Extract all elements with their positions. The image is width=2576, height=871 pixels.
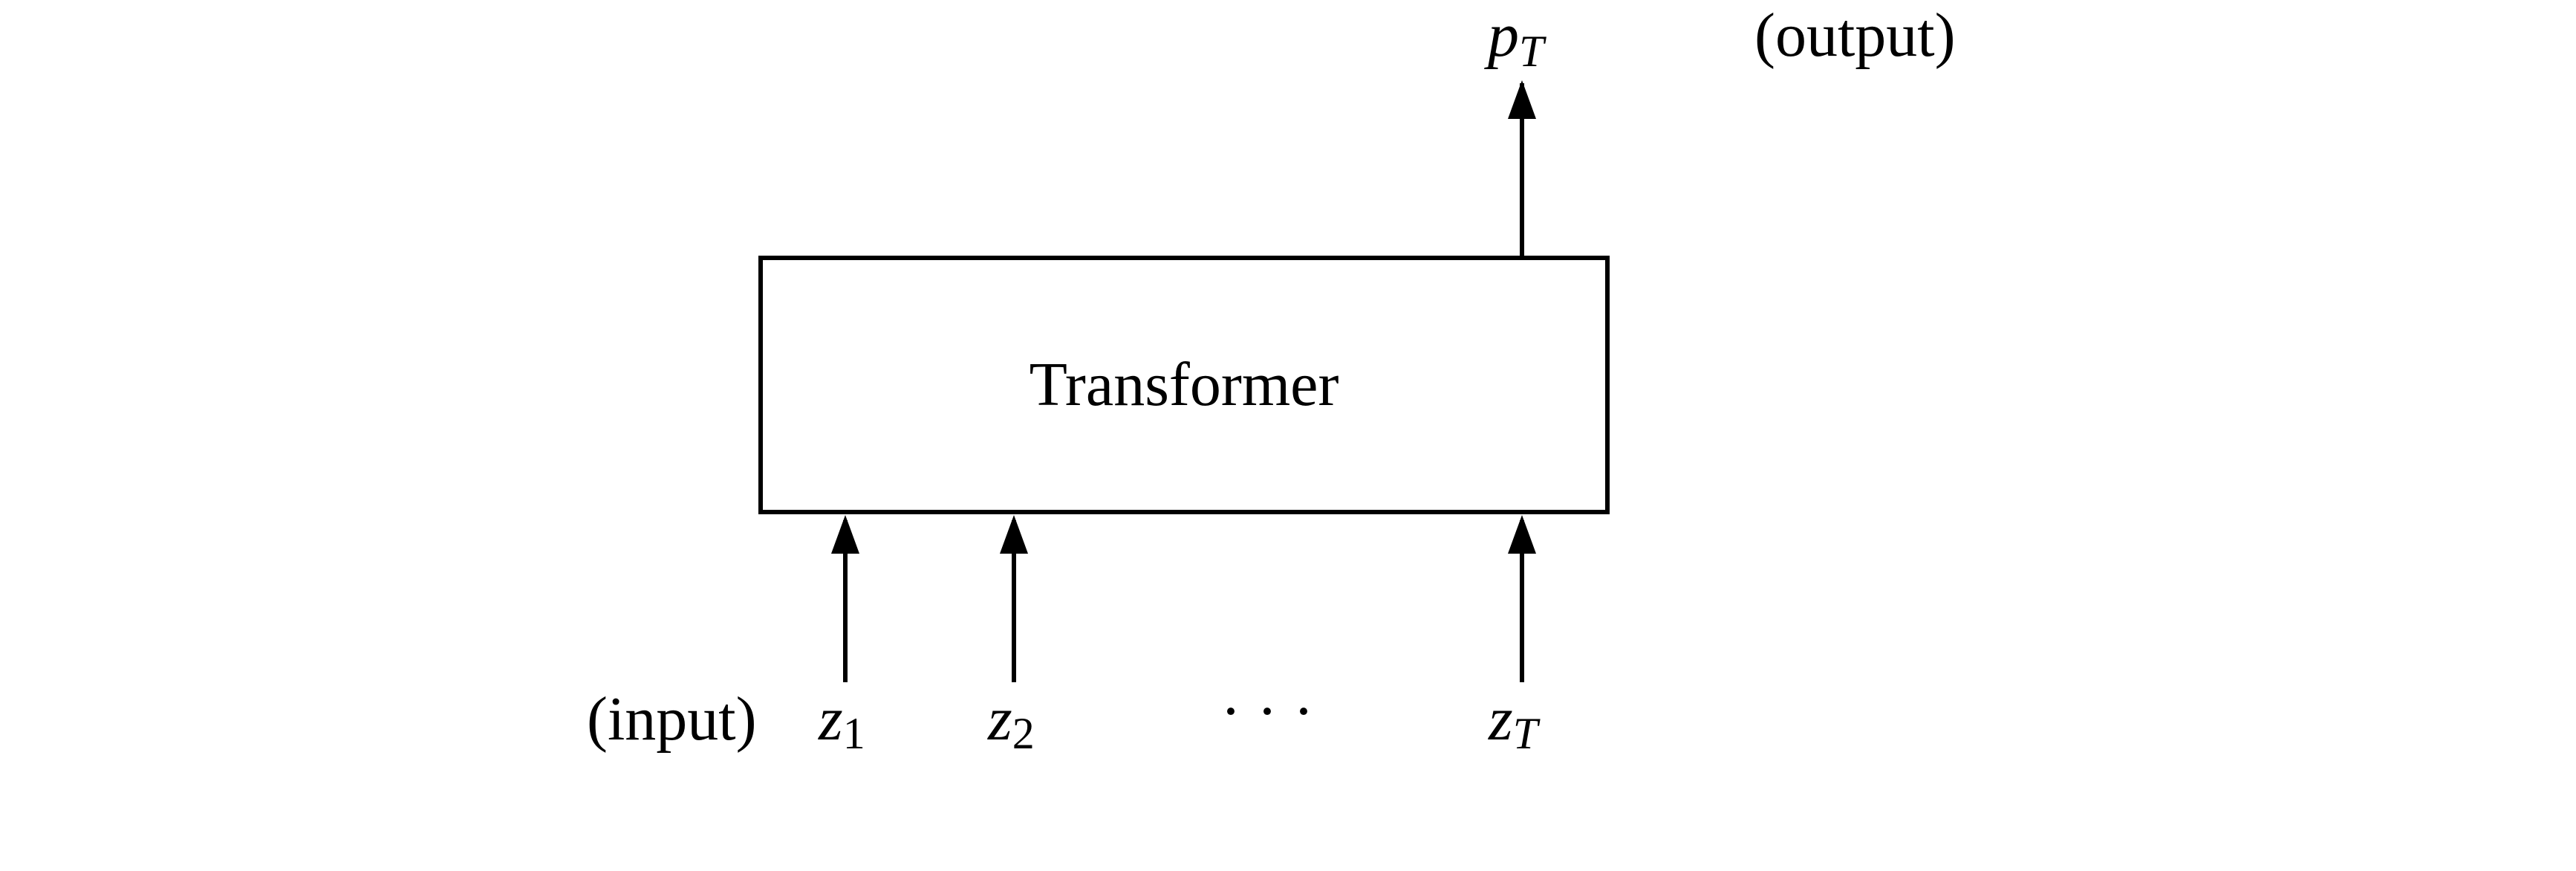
input-arrowhead-1	[831, 515, 859, 554]
input-tag: (input)	[587, 684, 757, 754]
output-variable-subscript: T	[1519, 27, 1546, 76]
input-variable-T: zT	[1488, 684, 1541, 758]
input-variable-2-base: z	[987, 684, 1012, 754]
output-arrowhead	[1508, 80, 1536, 119]
input-variable-1: z1	[818, 684, 865, 758]
input-variable-1-subscript: 1	[843, 709, 865, 758]
transformer-block	[758, 256, 1610, 514]
input-variable-T-subscript: T	[1513, 709, 1541, 758]
output-tag: (output)	[1754, 1, 1956, 70]
transformer-label: Transformer	[1030, 350, 1339, 419]
output-variable: pT	[1484, 1, 1546, 76]
input-variable-2-subscript: 2	[1012, 709, 1035, 758]
input-arrowhead-2	[1000, 515, 1028, 554]
input-ellipsis: · · ·	[1220, 677, 1314, 746]
input-arrowhead-T	[1508, 515, 1536, 554]
input-variable-2: z2	[987, 684, 1035, 758]
input-variable-T-base: z	[1488, 684, 1513, 754]
input-variable-1-base: z	[818, 684, 843, 754]
output-variable-base: p	[1484, 1, 1519, 70]
